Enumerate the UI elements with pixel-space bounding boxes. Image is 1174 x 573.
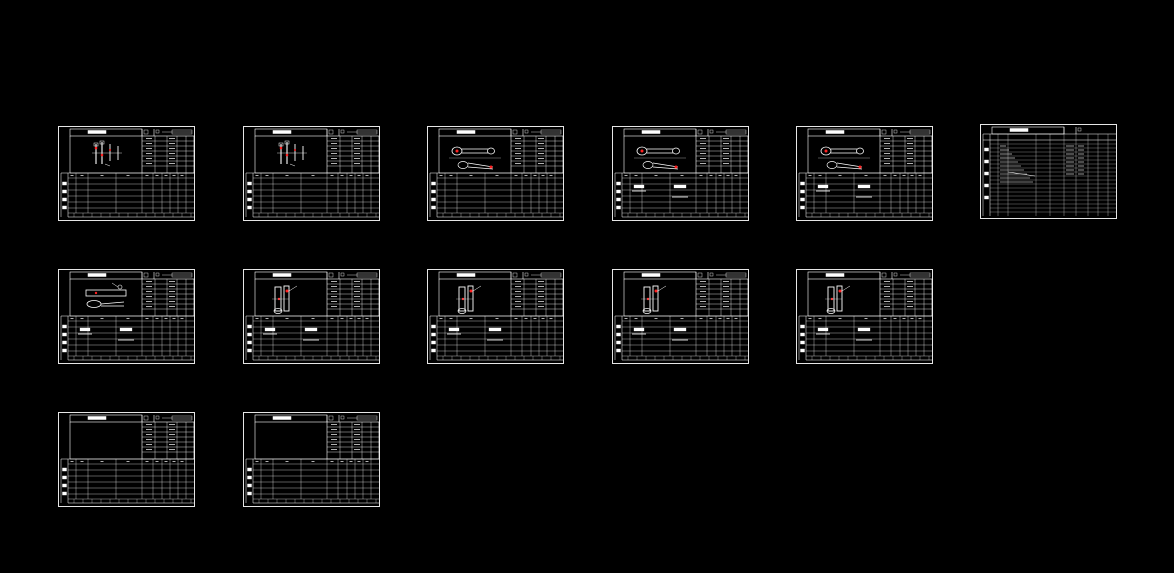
drawing-sheet-9[interactable]: [427, 269, 564, 364]
drawing-sheet-11[interactable]: [796, 269, 933, 364]
drawing-sheet-1[interactable]: [58, 126, 195, 221]
drawing-sheet-5[interactable]: [796, 126, 933, 221]
sheet-drawing: [980, 124, 1117, 219]
drawing-sheet-7[interactable]: [58, 269, 195, 364]
sheet-drawing: [58, 126, 195, 221]
sheet-drawing: [58, 269, 195, 364]
drawing-sheet-8[interactable]: [243, 269, 380, 364]
sheet-drawing: [58, 412, 195, 507]
sheet-drawing: [612, 126, 749, 221]
sheet-drawing: [243, 412, 380, 507]
sheet-drawing: [427, 126, 564, 221]
sheet-drawing: [612, 269, 749, 364]
sheet-drawing: [243, 126, 380, 221]
drawing-sheet-13[interactable]: [243, 412, 380, 507]
sheet-drawing: [796, 269, 933, 364]
drawing-sheet-12[interactable]: [58, 412, 195, 507]
drawing-sheet-2[interactable]: [243, 126, 380, 221]
sheet-drawing: [427, 269, 564, 364]
drawing-sheet-6[interactable]: [980, 124, 1117, 219]
sheet-drawing: [243, 269, 380, 364]
drawing-sheet-3[interactable]: [427, 126, 564, 221]
sheet-drawing: [796, 126, 933, 221]
drawing-sheet-4[interactable]: [612, 126, 749, 221]
drawing-sheet-10[interactable]: [612, 269, 749, 364]
